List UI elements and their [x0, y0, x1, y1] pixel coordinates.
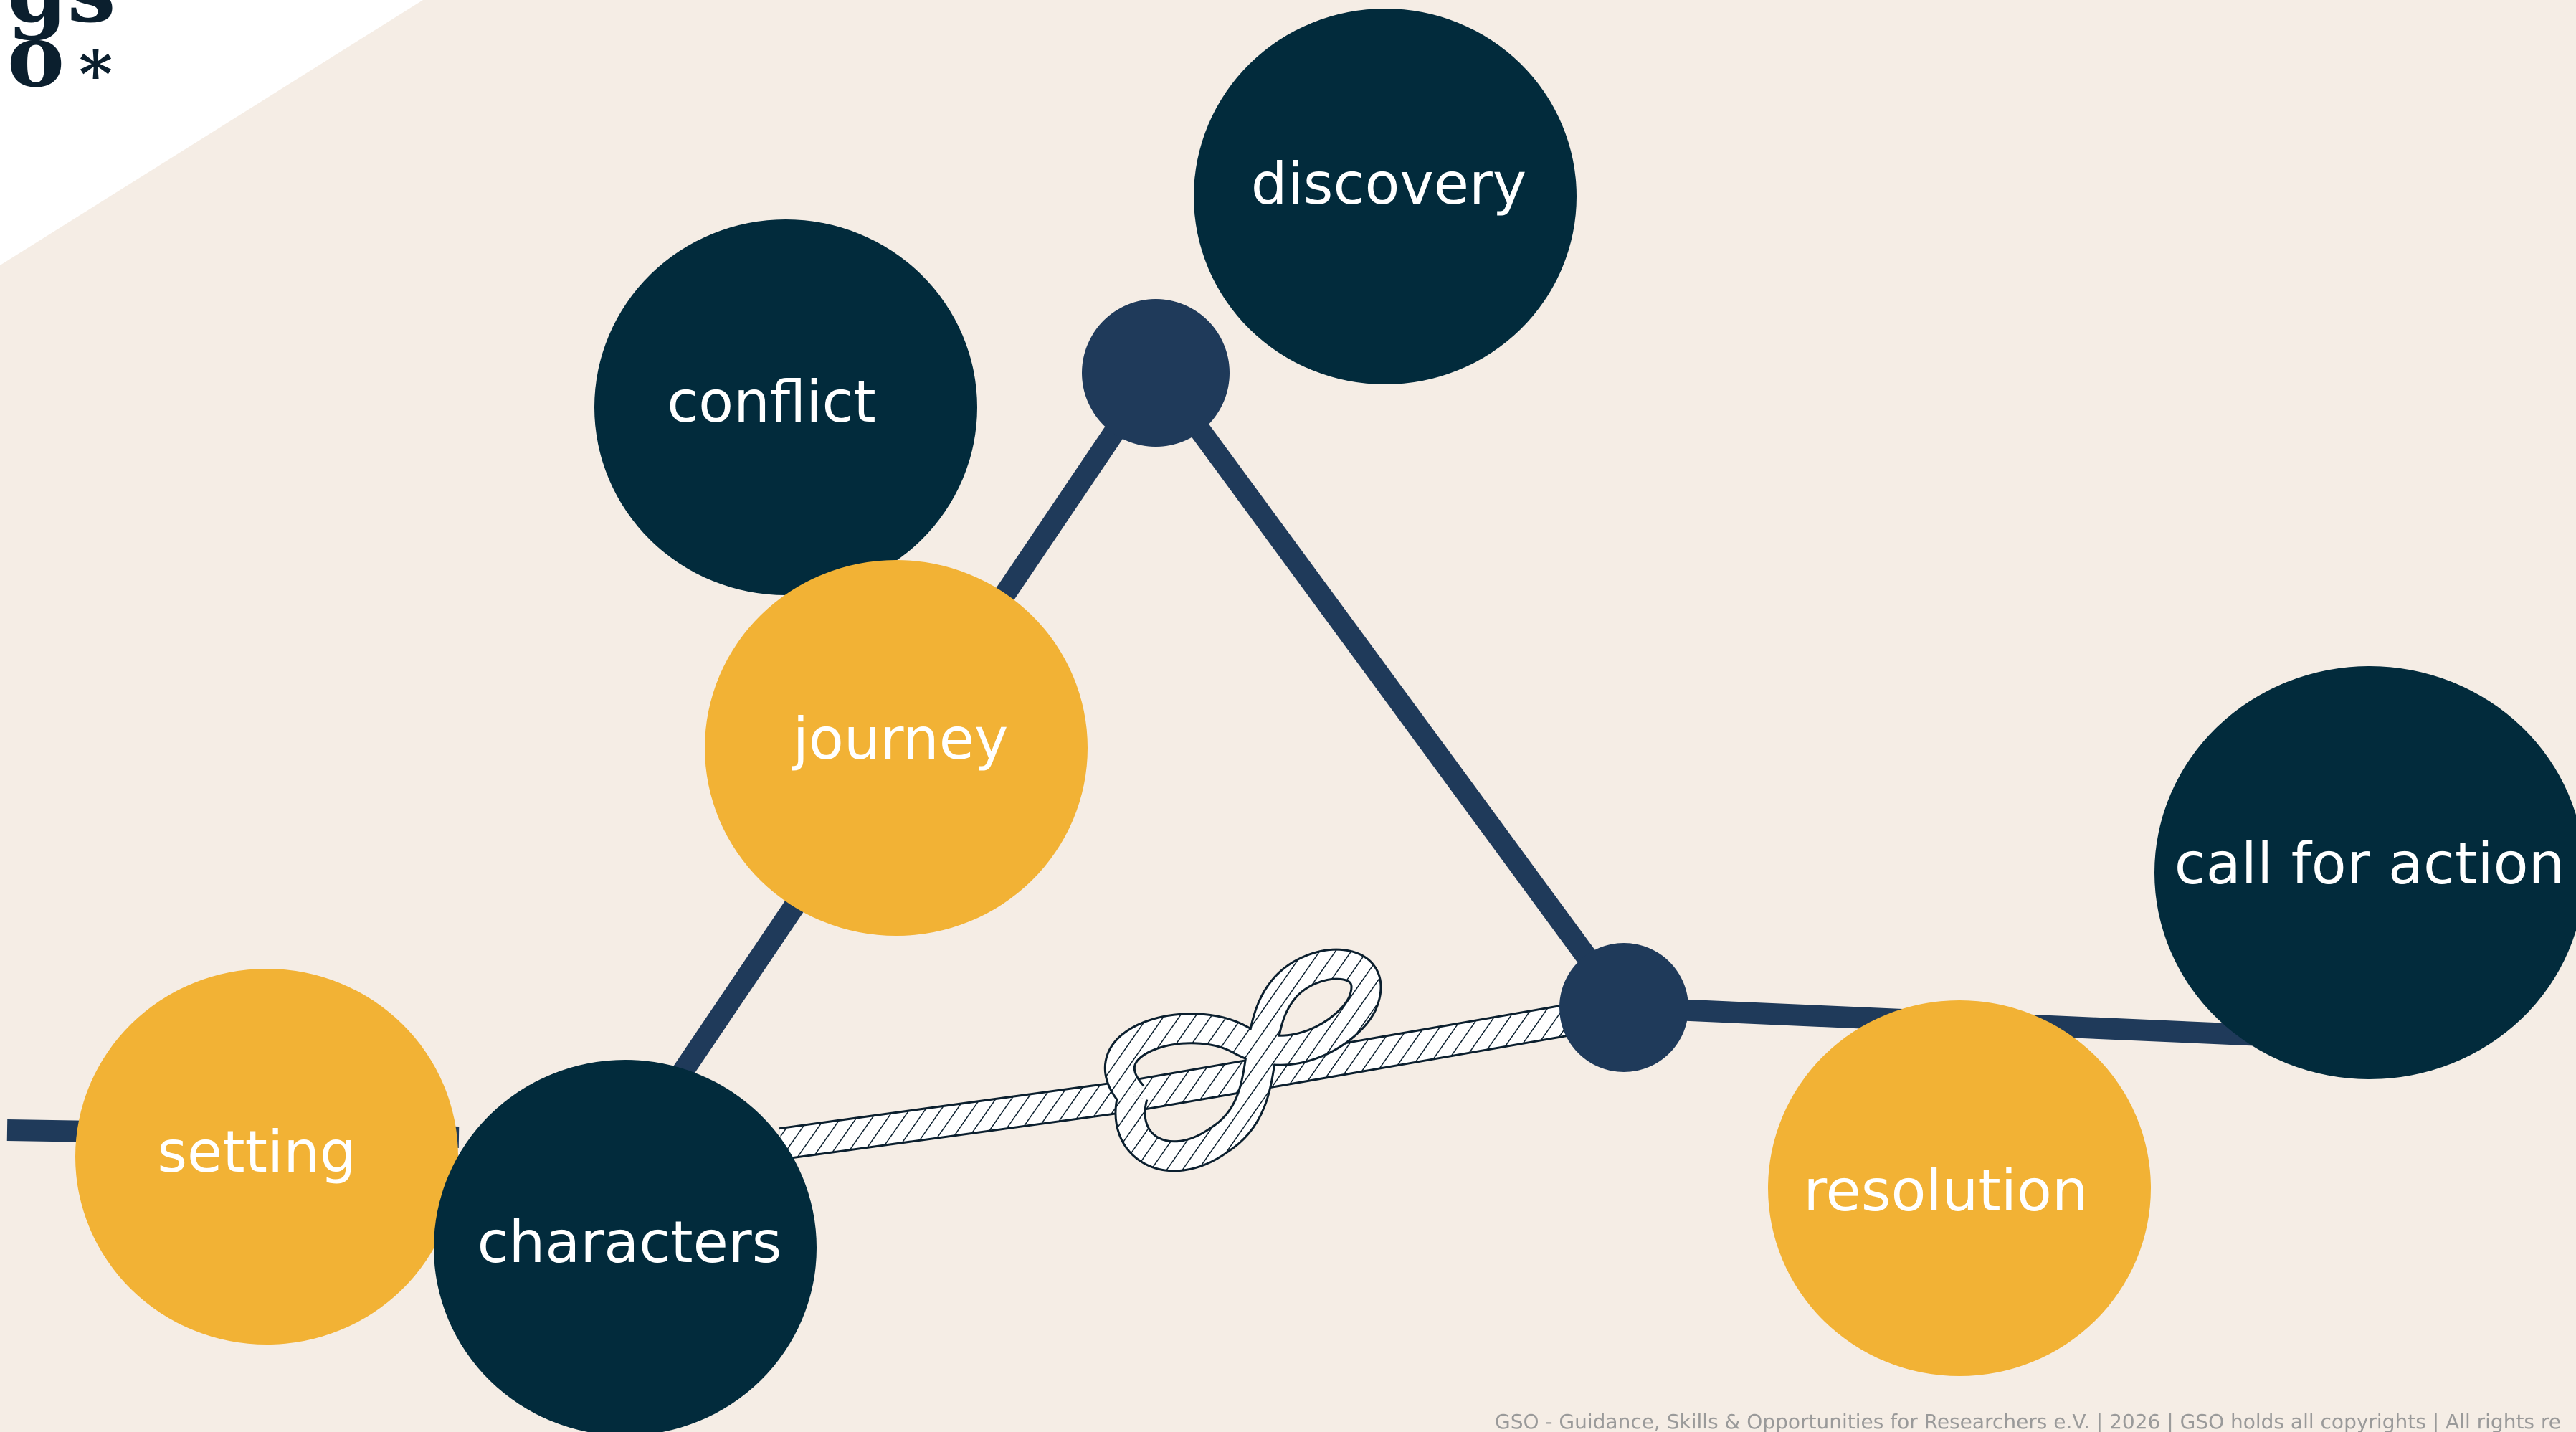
node-discovery-label: discovery	[1251, 151, 1526, 217]
node-resolution-label: resolution	[1803, 1157, 2088, 1224]
node-journey: journey	[705, 560, 1088, 936]
node-journey-label: journey	[792, 706, 1009, 772]
node-resolution: resolution	[1768, 1000, 2151, 1376]
node-setting-label: setting	[157, 1119, 356, 1185]
rope-icon	[779, 948, 1573, 1172]
node-conflict: conflict	[594, 219, 977, 595]
peak-joint-dot	[1082, 299, 1230, 447]
node-characters: characters	[434, 1060, 817, 1432]
node-call-for-action-label: call for action	[2175, 830, 2565, 897]
logo-line-2: o	[7, 6, 65, 107]
node-characters-label: characters	[477, 1209, 782, 1276]
logo-corner-background	[0, 0, 423, 265]
logo-asterisk-icon: *	[79, 37, 113, 113]
logo-line-1: gs	[7, 0, 115, 42]
node-conflict-label: conflict	[667, 369, 876, 435]
footer-copyright: GSO - Guidance, Skills & Opportunities f…	[1495, 1410, 2561, 1432]
gso-logo: gs o *	[7, 0, 115, 113]
node-call-for-action: call for action	[2154, 666, 2576, 1079]
node-setting: setting	[75, 969, 458, 1345]
resolution-joint-dot	[1559, 943, 1688, 1072]
node-discovery: discovery	[1194, 9, 1577, 384]
falling-line	[1149, 366, 1633, 1014]
